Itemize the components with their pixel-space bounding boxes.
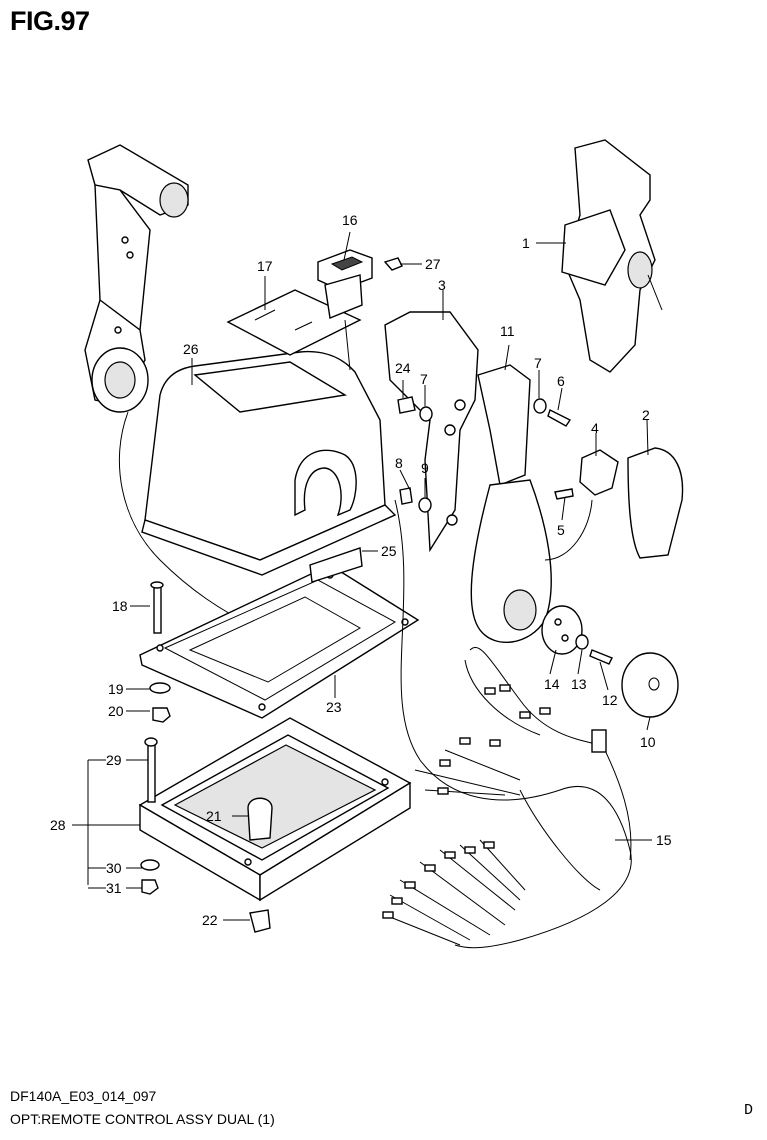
clip-part-22 <box>249 909 271 933</box>
callout-13: 13 <box>571 676 587 692</box>
right-control-unit-part-1 <box>561 139 663 373</box>
callout-16: 16 <box>342 212 358 228</box>
callout-22: 22 <box>202 912 218 928</box>
screw-part-27 <box>383 257 403 271</box>
callout-21: 21 <box>206 808 222 824</box>
callout-23: 23 <box>326 699 342 715</box>
left-control-lever <box>84 144 261 631</box>
clip-part-21 <box>247 797 273 841</box>
callout-15: 15 <box>656 832 672 848</box>
bracket-part-17 <box>226 289 362 356</box>
callout-9: 9 <box>421 460 429 476</box>
callout-6: 6 <box>557 373 565 389</box>
small-fasteners-center <box>397 396 572 513</box>
callout-30: 30 <box>106 860 122 876</box>
callout-numbers: 1 2 3 4 5 6 7 7 8 9 10 11 12 13 14 15 16… <box>50 212 672 928</box>
callout-18: 18 <box>112 598 128 614</box>
callout-29: 29 <box>106 752 122 768</box>
callout-10: 10 <box>640 734 656 750</box>
callout-19: 19 <box>108 681 124 697</box>
callout-5: 5 <box>557 522 565 538</box>
figure-description: OPT:REMOTE CONTROL ASSY DUAL (1) <box>10 1111 275 1127</box>
callout-25: 25 <box>381 543 397 559</box>
callout-4: 4 <box>591 420 599 436</box>
screw-part-5 <box>554 488 574 500</box>
callout-8: 8 <box>395 455 403 471</box>
callout-24: 24 <box>395 360 411 376</box>
callout-27: 27 <box>425 256 441 272</box>
callout-3: 3 <box>438 277 446 293</box>
cover-part-2 <box>627 447 684 559</box>
callout-17: 17 <box>257 258 273 274</box>
leader-lines <box>72 231 652 921</box>
callout-2: 2 <box>642 407 650 423</box>
figure-code: DF140A_E03_014_097 <box>10 1088 157 1104</box>
callout-28: 28 <box>50 817 66 833</box>
figure-title: FIG.97 <box>10 6 90 36</box>
plate-part-3 <box>384 311 479 553</box>
shift-lever-part-11 <box>470 364 593 644</box>
callout-12: 12 <box>602 692 618 708</box>
sensor-part-4 <box>579 449 619 496</box>
page-letter: D <box>744 1102 754 1119</box>
callout-1: 1 <box>522 235 530 251</box>
clip-part-25 <box>309 547 363 583</box>
callout-26: 26 <box>183 341 199 357</box>
wire-harness-part-15 <box>382 499 632 949</box>
switch-part-16 <box>317 249 373 371</box>
callout-7-left: 7 <box>420 371 428 387</box>
callout-14: 14 <box>544 676 560 692</box>
gasket-part-23 <box>139 564 420 719</box>
callout-20: 20 <box>108 703 124 719</box>
fasteners-left <box>140 581 171 895</box>
callout-31: 31 <box>106 880 122 896</box>
callout-11: 11 <box>500 323 515 339</box>
base-frame-part-28 <box>138 717 412 902</box>
callout-7-right: 7 <box>534 355 542 371</box>
right-lower-parts <box>541 605 679 718</box>
cover-part-26 <box>141 350 397 576</box>
